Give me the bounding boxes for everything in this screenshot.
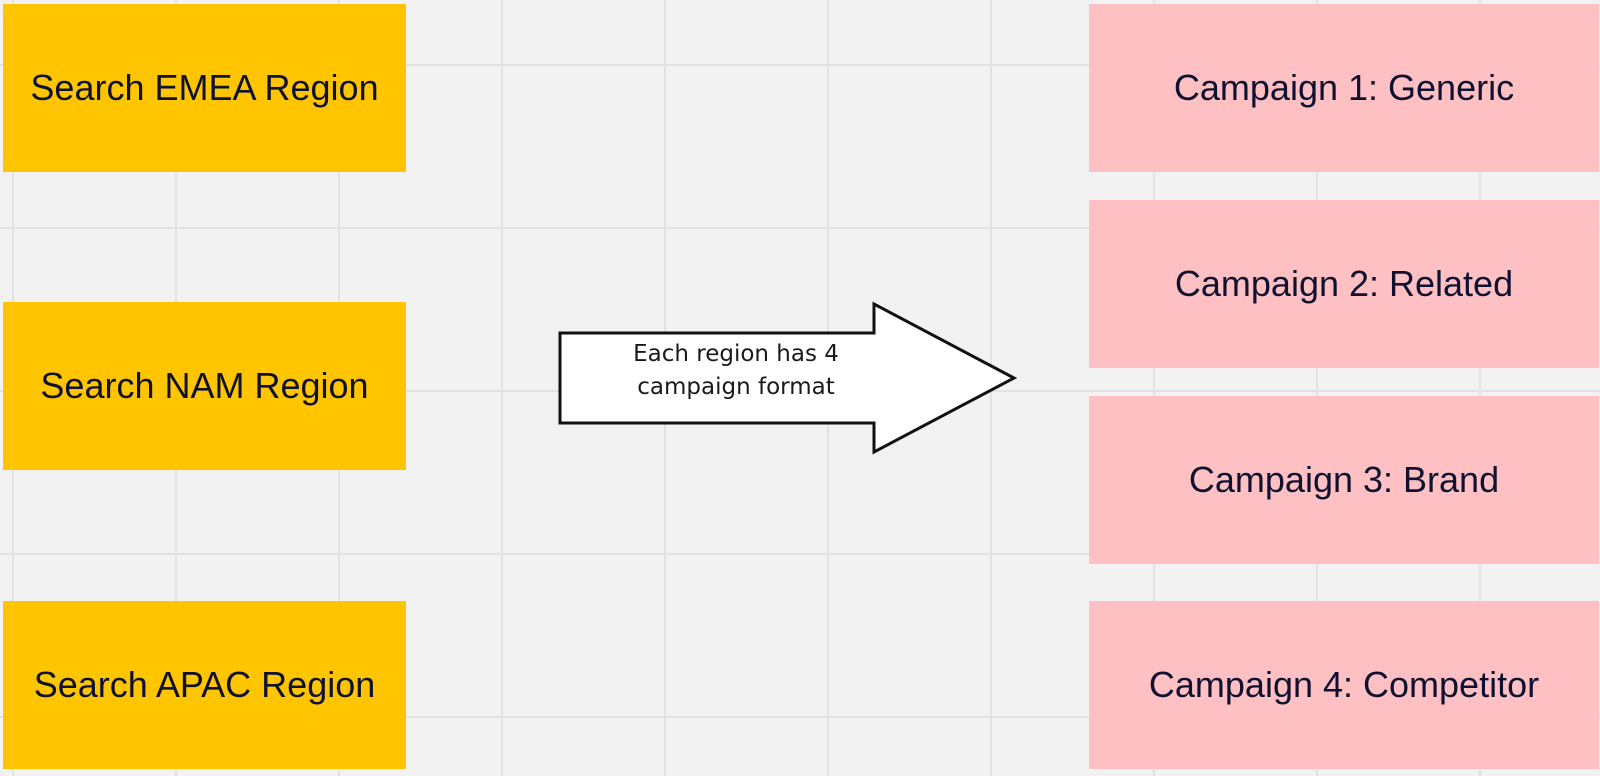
- campaign-box-generic[interactable]: Campaign 1: Generic: [1089, 4, 1599, 172]
- campaign-label-generic: Campaign 1: Generic: [1173, 66, 1515, 108]
- campaign-box-brand[interactable]: Campaign 3: Brand: [1089, 396, 1599, 564]
- campaign-label-brand: Campaign 3: Brand: [1188, 458, 1500, 500]
- arrow-label: Each region has 4 campaign format: [633, 341, 839, 401]
- campaign-box-related[interactable]: Campaign 2: Related: [1089, 200, 1599, 368]
- region-box-apac[interactable]: Search APAC Region: [3, 601, 406, 769]
- arrow-shape: [558, 301, 1018, 455]
- region-box-nam[interactable]: Search NAM Region: [3, 302, 406, 470]
- region-label-nam: Search NAM Region: [40, 364, 369, 406]
- campaign-box-competitor[interactable]: Campaign 4: Competitor: [1089, 601, 1599, 769]
- campaign-label-competitor: Campaign 4: Competitor: [1148, 663, 1540, 705]
- region-label-emea: Search EMEA Region: [30, 66, 379, 108]
- flow-arrow[interactable]: Each region has 4 campaign format: [556, 300, 1018, 456]
- region-box-emea[interactable]: Search EMEA Region: [3, 4, 406, 172]
- campaign-label-related: Campaign 2: Related: [1174, 262, 1514, 304]
- region-label-apac: Search APAC Region: [33, 663, 376, 705]
